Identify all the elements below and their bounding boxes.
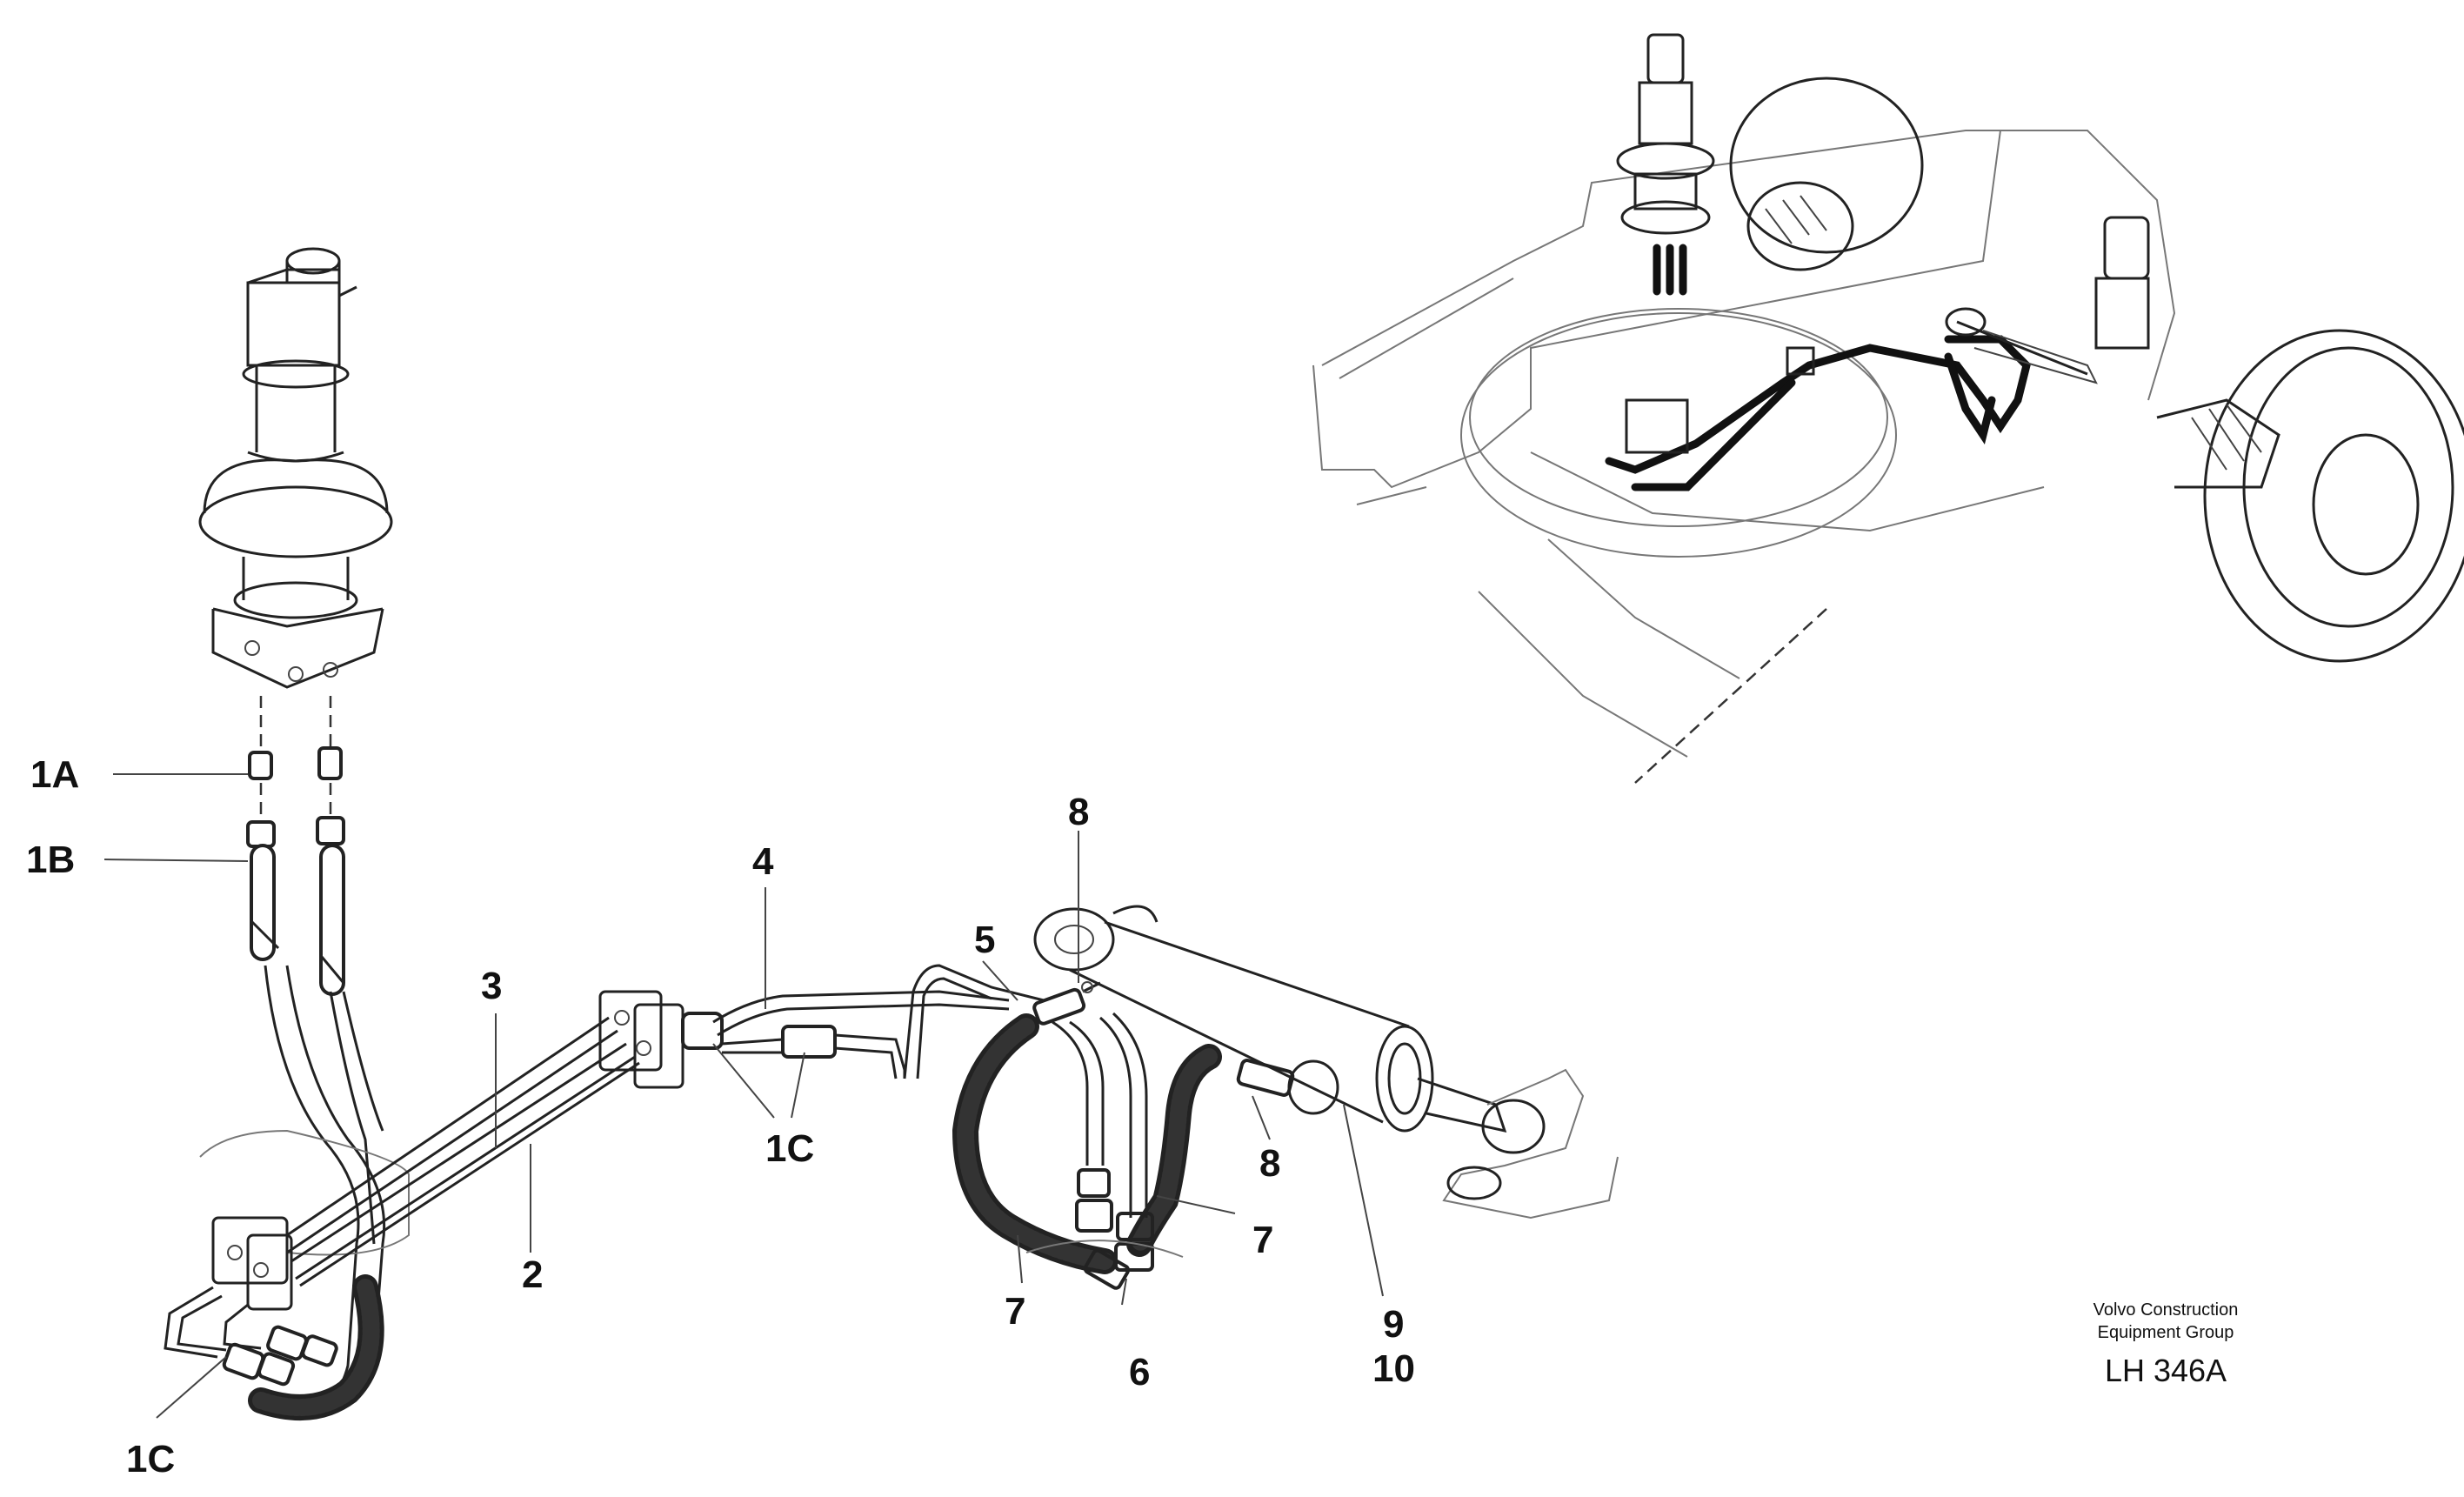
callout-1a: 1A bbox=[30, 753, 79, 796]
callout-1c-bottom: 1C bbox=[126, 1438, 175, 1480]
callout-9: 9 bbox=[1383, 1303, 1404, 1346]
steering-cylinder-illustration bbox=[1033, 905, 1619, 1220]
callout-7-left: 7 bbox=[1005, 1290, 1025, 1333]
callout-8-low: 8 bbox=[1259, 1142, 1280, 1185]
chassis-inset-illustration bbox=[1312, 33, 2464, 784]
rotary-swivel-valve-illustration bbox=[198, 247, 393, 848]
caption-block: Volvo Construction Equipment Group LH 34… bbox=[2093, 1300, 2239, 1388]
caption-line1: Volvo Construction bbox=[2093, 1300, 2239, 1320]
valve-hoses bbox=[248, 844, 386, 1420]
callout-3: 3 bbox=[481, 965, 502, 1007]
callout-8-top: 8 bbox=[1068, 791, 1089, 833]
leader-lines bbox=[104, 773, 1384, 1419]
callout-1c-mid: 1C bbox=[765, 1127, 814, 1170]
callout-5: 5 bbox=[974, 919, 995, 961]
callout-6: 6 bbox=[1129, 1351, 1150, 1393]
callout-7-right: 7 bbox=[1252, 1219, 1273, 1261]
callout-labels: 1A 1B 3 2 4 1C 5 8 8 7 7 6 9 10 1C bbox=[26, 753, 1415, 1480]
lower-manifold-and-tubes bbox=[164, 1016, 640, 1387]
callout-2: 2 bbox=[522, 1253, 543, 1296]
caption-line2: Equipment Group bbox=[2098, 1323, 2234, 1342]
middle-manifold-and-tubes bbox=[598, 964, 1101, 1089]
cylinder-hoses bbox=[952, 1012, 1222, 1290]
callout-1b: 1B bbox=[26, 839, 75, 881]
callout-10: 10 bbox=[1372, 1347, 1415, 1390]
callout-4: 4 bbox=[752, 840, 774, 883]
caption-code: LH 346A bbox=[2105, 1353, 2227, 1388]
